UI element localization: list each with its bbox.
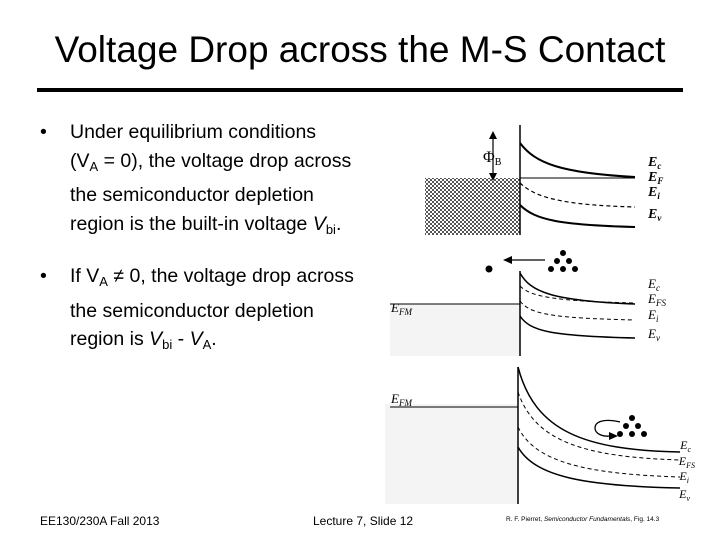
electron-cluster xyxy=(617,415,647,437)
efm-label: EFM xyxy=(390,300,412,317)
bullet-line: the semiconductor depletion xyxy=(70,184,314,206)
efs-curve xyxy=(517,391,681,461)
bullet-line: Under equilibrium conditions xyxy=(70,121,317,143)
bullet-line: If VA ≠ 0, the voltage drop across xyxy=(70,265,354,289)
bullet-line: region is the built-in voltage Vbi. xyxy=(70,212,342,237)
ev-curve xyxy=(517,446,681,489)
efs-label: EFS xyxy=(647,291,666,308)
ev-curve xyxy=(519,315,636,339)
bullet-line: region is Vbi - VA. xyxy=(70,328,217,352)
efm-label: EFM xyxy=(390,391,412,408)
slide-title: Voltage Drop across the M-S Contact xyxy=(54,29,666,70)
ec-label: Ec xyxy=(647,155,661,171)
ev-label: Ev xyxy=(647,207,662,223)
band-diagram-forward-bias: EFM Ec EFS Ei Ev xyxy=(390,250,666,356)
metal-region xyxy=(390,304,520,356)
efs-curve xyxy=(519,285,636,304)
ei-curve xyxy=(519,182,636,208)
band-diagram-equilibrium: ΦB Ec EF Ei Ev xyxy=(425,125,663,235)
electron-cluster xyxy=(548,250,578,272)
ei-curve xyxy=(517,426,681,478)
bullet-line: (VA = 0), the voltage drop across xyxy=(70,149,352,174)
band-diagram-reverse-bias: EFM Ec EFS Ei Ev xyxy=(385,366,695,504)
footer-slide-number: Lecture 7, Slide 12 xyxy=(313,514,414,528)
ec-curve xyxy=(519,142,636,178)
ei-label: Ei xyxy=(678,469,689,485)
metal-region xyxy=(425,178,520,235)
return-arrow xyxy=(594,419,621,437)
ei-curve xyxy=(519,300,636,321)
efs-label: EFS xyxy=(678,454,695,470)
footer-citation: R. F. Pierret, Semiconductor Fundamental… xyxy=(506,516,660,523)
ev-curve xyxy=(519,204,636,228)
ev-label: Ev xyxy=(647,326,660,343)
ef-label: EF xyxy=(647,170,663,186)
bullet-marker: • xyxy=(40,265,47,287)
title-underline xyxy=(37,88,683,92)
bullet-marker: • xyxy=(40,121,47,143)
phi-b-label: ΦB xyxy=(483,149,502,168)
ev-label: Ev xyxy=(678,487,690,503)
metal-region xyxy=(385,404,518,504)
footer-course: EE130/230A Fall 2013 xyxy=(40,514,160,528)
electron xyxy=(485,265,493,273)
ei-label: Ei xyxy=(647,307,659,324)
bullet-line: the semiconductor depletion xyxy=(70,299,314,322)
ei-label: Ei xyxy=(647,185,660,201)
ec-label: Ec xyxy=(647,276,660,293)
ec-curve xyxy=(519,272,636,305)
ec-curve xyxy=(517,366,681,453)
ec-label: Ec xyxy=(679,438,691,454)
